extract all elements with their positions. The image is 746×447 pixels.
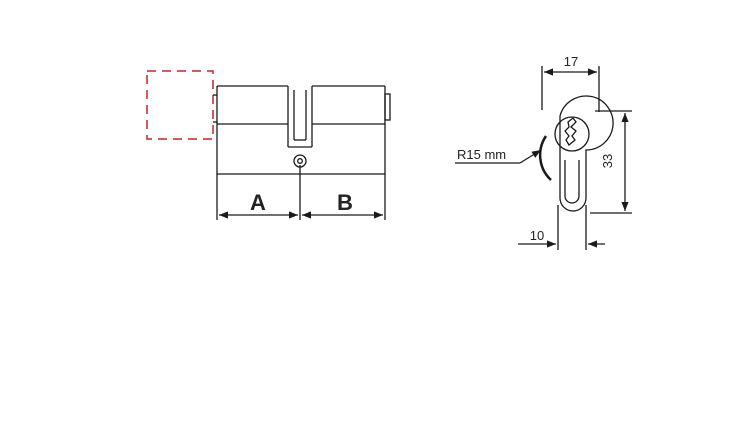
front-view xyxy=(455,66,632,250)
label-height-right: 33 xyxy=(600,154,615,168)
key-knob-outline xyxy=(146,70,214,140)
plug-circle xyxy=(554,116,590,152)
cam-arc xyxy=(538,135,552,181)
side-view xyxy=(146,70,391,220)
keyway xyxy=(564,117,577,146)
cylinder-profile xyxy=(559,95,614,212)
label-width-bottom: 10 xyxy=(530,228,544,243)
label-radius: R15 mm xyxy=(457,147,506,162)
label-width-top: 17 xyxy=(564,54,578,69)
cylinder-body xyxy=(213,85,391,220)
cam-slot xyxy=(287,86,313,148)
label-b: B xyxy=(337,190,353,215)
label-a: A xyxy=(250,190,266,215)
